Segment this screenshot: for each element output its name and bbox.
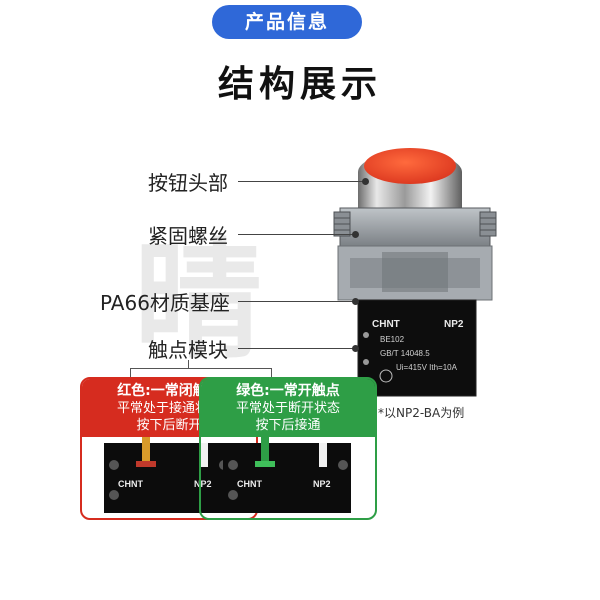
red-module-series: NP2: [194, 479, 212, 489]
red-cap-shape: [364, 148, 456, 184]
push-button-illustration: CHNT NP2 BE102 GB/T 14048.5 Ui=415V Ith=…: [333, 148, 497, 397]
label-contact-module: 触点模块: [148, 338, 228, 362]
module-brand: CHNT: [372, 319, 400, 330]
leader-fastening-screw: [238, 231, 359, 238]
example-note: *以NP2-BA为例: [378, 406, 465, 420]
red-card-title: 红色:一常闭触点: [117, 383, 221, 399]
green-module-brand: CHNT: [237, 479, 262, 489]
green-module-series: NP2: [313, 479, 331, 489]
red-module-brand: CHNT: [118, 479, 143, 489]
label-pa66-base: PA66材质基座: [100, 291, 230, 315]
label-fastening-screw: 紧固螺丝: [148, 224, 228, 248]
nc-contact-block-image: CHNT NP2: [104, 437, 232, 513]
label-button-head: 按钮头部: [148, 171, 228, 195]
leader-contact-module: [238, 345, 359, 352]
module-standard: GB/T 14048.5: [380, 349, 430, 358]
red-card-line2: 按下后断开: [136, 418, 202, 433]
page-title: 结构展示: [217, 64, 382, 105]
no-contact-block-image: CHNT NP2: [223, 437, 351, 513]
bracket-connector: [130, 368, 272, 378]
bracket-stem: [188, 360, 189, 368]
green-no-card: 绿色:一常开触点 平常处于断开状态 按下后接通 CHNT NP2: [199, 377, 377, 520]
green-card-line1: 平常处于断开状态: [235, 401, 340, 416]
leader-pa66-base: [238, 298, 359, 305]
product-info-badge: 产品信息: [212, 5, 362, 39]
module-series: NP2: [444, 319, 464, 330]
green-card-title: 绿色:一常开触点: [236, 383, 340, 399]
red-card-line1: 平常处于接通状态: [116, 401, 221, 416]
green-card-line2: 按下后接通: [255, 418, 321, 433]
module-model: BE102: [380, 335, 405, 344]
leader-button-head: [238, 178, 369, 185]
module-rating: Ui=415V Ith=10A: [396, 363, 458, 372]
